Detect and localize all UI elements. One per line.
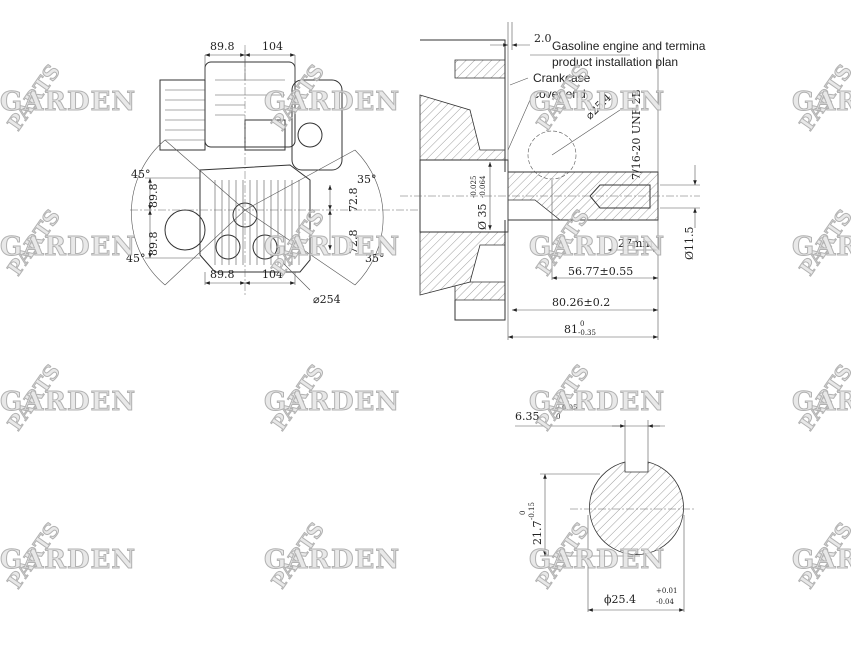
dim-length-3-tol-lower: -0.35 <box>578 329 596 337</box>
svg-text:GARDEN: GARDEN <box>0 87 136 117</box>
callout-cover-end: cover end <box>533 87 586 101</box>
dim-shaft-diameter-section: ϕ25.4 <box>604 593 636 606</box>
dim-top-right: 104 <box>262 40 283 53</box>
dim-left-lower: 89.8 <box>147 232 160 257</box>
dim-length-1: 56.77±0.55 <box>568 265 633 278</box>
angle-left-bottom: 45° <box>126 252 146 265</box>
dim-key-depth-tol-upper: 0 <box>519 511 527 515</box>
dim-bottom-right: 104 <box>262 268 283 281</box>
svg-text:GARDEN: GARDEN <box>529 545 665 575</box>
dim-key-depth: 21.7 <box>531 521 544 546</box>
dim-length-3: 81 <box>564 323 578 336</box>
svg-text:GARDEN: GARDEN <box>0 545 136 575</box>
note-line-1: Gasoline engine and termina <box>552 39 706 53</box>
svg-text:GARDEN: GARDEN <box>792 387 851 417</box>
callout-crankcase: Crankcase <box>533 71 591 85</box>
dim-dia-tol-upper: +0.01 <box>656 587 677 595</box>
shaft-key-section: 6.35 +0.05 0 21.7 0 -0.15 ϕ25.4 +0.01 -0… <box>515 404 695 612</box>
crankshaft-side-view: 2.0 Gasoline engine and termina product … <box>400 22 706 340</box>
dim-key-tol-upper: +0.05 <box>556 404 577 412</box>
svg-text:GARDEN: GARDEN <box>529 387 665 417</box>
svg-text:GARDEN: GARDEN <box>792 545 851 575</box>
svg-text:GARDEN: GARDEN <box>0 232 136 262</box>
dim-thread-depth: 27min <box>618 237 653 250</box>
dim-gap: 2.0 <box>534 32 552 45</box>
dim-length-3-tol-upper: 0 <box>580 320 584 328</box>
svg-text:GARDEN: GARDEN <box>264 387 400 417</box>
dim-shaft-tol-lower: -0.064 <box>479 175 487 198</box>
dim-shaft-tol-upper: -0.025 <box>470 176 478 198</box>
svg-text:GARDEN: GARDEN <box>792 232 851 262</box>
dim-diameter: ⌀254 <box>313 293 341 306</box>
svg-text:GARDEN: GARDEN <box>264 545 400 575</box>
svg-text:GARDEN: GARDEN <box>792 87 851 117</box>
dim-top-left: 89.8 <box>210 40 235 53</box>
svg-text:GARDEN: GARDEN <box>529 232 665 262</box>
angle-right-top: 35° <box>357 173 377 186</box>
dim-shaft-diameter: Ø 35 <box>476 203 489 230</box>
dim-dia-tol-lower: -0.04 <box>656 598 674 606</box>
dim-thread: 7/16-20 UNF-2B <box>630 89 643 180</box>
angle-left-top: 45° <box>131 168 151 181</box>
dim-right-lower: 72.8 <box>347 230 360 255</box>
svg-text:GARDEN: GARDEN <box>264 232 400 262</box>
note-line-2: product installation plan <box>552 55 678 69</box>
dim-length-2: 80.26±0.2 <box>552 296 610 309</box>
dim-bore-diameter: Ø11.5 <box>683 226 696 260</box>
dim-right-upper: 72.8 <box>347 188 360 213</box>
svg-text:GARDEN: GARDEN <box>529 87 665 117</box>
svg-text:GARDEN: GARDEN <box>264 87 400 117</box>
dim-left-upper: 89.8 <box>147 184 160 209</box>
dim-bottom-left: 89.8 <box>210 268 235 281</box>
dim-key-width: 6.35 <box>515 410 540 423</box>
dim-key-tol-lower: 0 <box>556 413 560 421</box>
svg-text:GARDEN: GARDEN <box>0 387 136 417</box>
dim-key-depth-tol-lower: -0.15 <box>528 502 536 520</box>
angle-right-bottom: 35° <box>365 252 385 265</box>
engine-front-view: 89.8 104 89.8 104 45° 45° 35° 35° 89.8 8… <box>126 40 420 306</box>
